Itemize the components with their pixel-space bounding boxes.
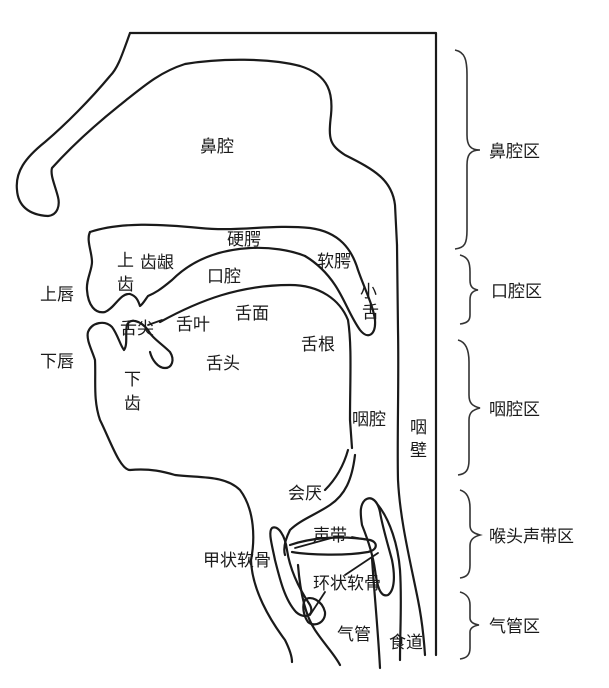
oral-cavity-upper-line: [85, 230, 307, 314]
label-trachea: 气管: [337, 625, 371, 645]
brace-trachea-region: [459, 591, 480, 660]
head-outline: [128, 31, 438, 657]
label-tongue-root: 舌根: [301, 335, 335, 355]
label-upper-teeth-2: 齿: [117, 275, 134, 295]
label-thyroid-cartilage: 甲状软骨: [203, 551, 271, 571]
brace-nasal-region: [454, 49, 481, 250]
label-alveolar-ridge: 齿龈: [140, 253, 174, 273]
vocal-cord-arrow: [294, 536, 336, 549]
label-nasal-cavity: 鼻腔: [200, 137, 234, 157]
label-tongue-tip: 舌尖: [120, 319, 154, 339]
region-label-trachea: 气管区: [489, 617, 540, 637]
cricoid-arrow-upper: [344, 552, 379, 576]
label-cricoid-cartilage: 环状软骨: [313, 574, 381, 594]
label-tongue-blade: 舌叶: [176, 315, 210, 335]
tongue-surface-line: [158, 283, 354, 450]
label-epiglottis: 会厌: [288, 484, 322, 504]
esophagus-front-line: [376, 503, 402, 662]
brace-larynx-region: [459, 489, 483, 579]
label-pharyngeal-cavity: 咽腔: [352, 410, 386, 430]
tongue-tip-pointer: [147, 319, 163, 326]
pharyngeal-wall-line: [395, 243, 427, 657]
cricoid-arrow-lower: [309, 591, 326, 616]
region-label-nasal: 鼻腔区: [489, 142, 540, 162]
lower-teeth-outline: [146, 328, 174, 370]
brace-oral-region: [459, 254, 479, 325]
vocal-cords-outline: [288, 536, 377, 556]
label-upper-teeth-1: 上: [117, 251, 134, 271]
neck-front-line: [249, 558, 294, 664]
label-hard-palate: 硬腭: [227, 230, 261, 250]
region-label-pharynx: 咽腔区: [489, 400, 540, 420]
label-uvula-1: 小: [360, 282, 377, 302]
vocal-cord-arrow-right: [351, 536, 369, 541]
region-label-larynx: 喉头声带区: [489, 527, 574, 547]
label-lower-teeth-1: 下: [124, 370, 141, 390]
trachea-front-line: [296, 563, 342, 667]
label-uvula-2: 舌: [362, 303, 379, 323]
label-lower-lip: 下唇: [40, 352, 74, 372]
label-pharyngeal-wall-1: 咽: [410, 418, 427, 438]
label-lower-teeth-2: 齿: [124, 394, 141, 414]
brace-pharynx-region: [457, 339, 481, 476]
label-soft-palate: 软腭: [317, 252, 351, 272]
label-tongue-body: 舌头: [206, 354, 240, 374]
nose-outline: [15, 31, 399, 247]
label-upper-lip: 上唇: [40, 285, 74, 305]
label-vocal-cords: 声带: [313, 526, 347, 546]
label-esophagus: 食道: [389, 633, 423, 653]
region-label-oral: 口腔区: [491, 282, 542, 302]
lower-jaw-outline: [86, 319, 255, 562]
trachea-back-line: [370, 556, 382, 670]
hard-palate-outline: [88, 223, 377, 337]
cricoid-ring-outline: [302, 596, 327, 626]
cricoid-cartilage-outline: [359, 497, 395, 597]
label-pharyngeal-wall-2: 壁: [410, 441, 427, 461]
label-oral-cavity: 口腔: [207, 267, 241, 287]
label-tongue-surface: 舌面: [235, 304, 269, 324]
